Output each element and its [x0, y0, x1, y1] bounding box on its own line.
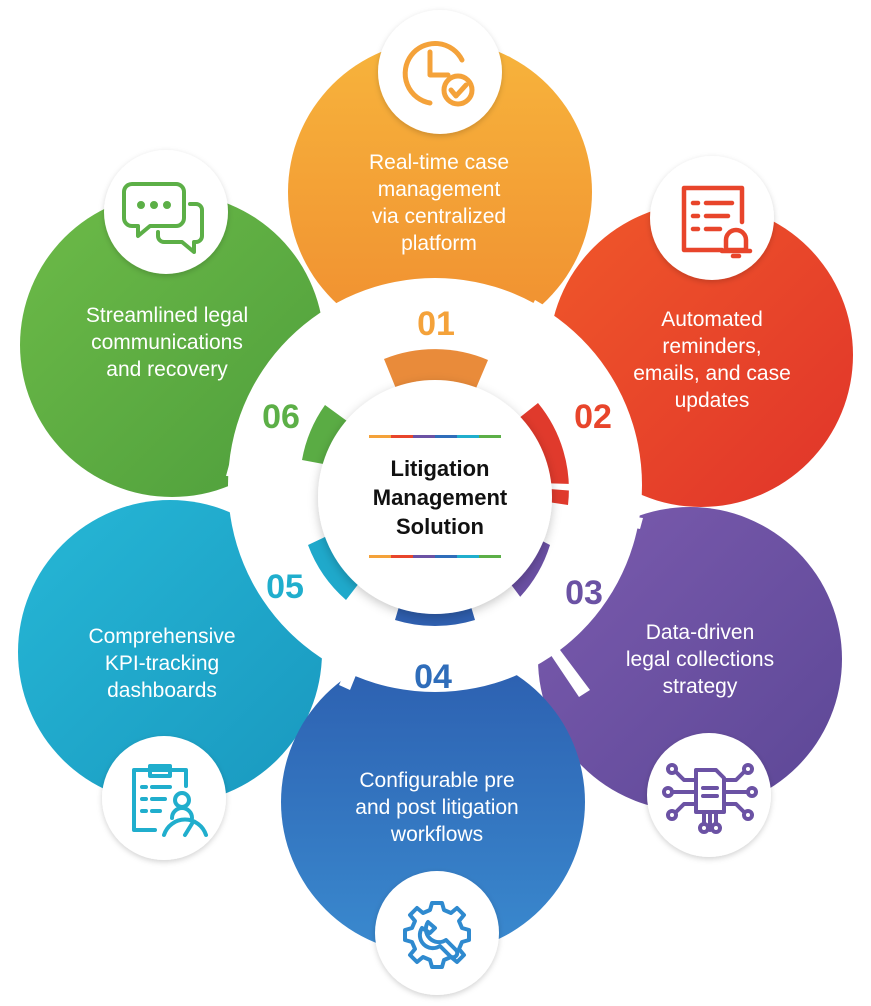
petal-text-06: Streamlined legal communications and rec…: [86, 304, 248, 381]
petal-text-01: Real-time case management via centralize…: [369, 151, 509, 255]
icon-badge-01: [378, 10, 502, 134]
petal-05-line1: Comprehensive: [88, 625, 235, 648]
list-bell-icon: [681, 185, 753, 259]
petal-01: [288, 40, 592, 344]
petal-04: [281, 650, 585, 954]
document-network-icon: [662, 763, 758, 834]
step-number-02: 02: [574, 398, 612, 436]
petal-02-line4: updates: [675, 389, 750, 412]
petal-02-line3: emails, and case: [633, 362, 791, 385]
petal-01-line1: Real-time case: [369, 151, 509, 174]
petal-text-02: Automated reminders, emails, and case up…: [633, 308, 791, 412]
step-number-01: 01: [417, 305, 455, 343]
petal-06-line3: and recovery: [106, 358, 228, 381]
center-color-bar-top: [369, 435, 501, 438]
petal-06-line1: Streamlined legal: [86, 304, 248, 327]
petal-05: [18, 500, 322, 804]
petal-text-03: Data-driven legal collections strategy: [626, 621, 774, 698]
icon-badge-05: [102, 736, 226, 860]
petal-04-line3: workflows: [390, 823, 483, 846]
icon-badge-04: [375, 871, 499, 995]
petal-03-line2: legal collections: [626, 648, 774, 671]
petal-01-line3: via centralized: [372, 205, 506, 228]
center-title-line1: Litigation: [391, 456, 490, 481]
petal-04-line1: Configurable pre: [359, 769, 514, 792]
step-number-03: 03: [565, 574, 603, 612]
petal-05-line3: dashboards: [107, 679, 217, 702]
petal-02-line1: Automated: [661, 308, 763, 331]
center-title-line2: Management: [373, 485, 508, 510]
petal-02-line2: reminders,: [662, 335, 761, 358]
step-number-05: 05: [266, 568, 304, 606]
petal-05-line2: KPI-tracking: [105, 652, 219, 675]
petal-text-05: Comprehensive KPI-tracking dashboards: [88, 625, 235, 702]
petal-06-line2: communications: [91, 331, 243, 354]
center-title-line3: Solution: [396, 514, 484, 539]
petal-text-04: Configurable pre and post litigation wor…: [355, 769, 518, 846]
petal-01-line2: management: [378, 178, 501, 201]
gear-wrench-icon: [403, 901, 471, 969]
chat-bubbles-icon: [122, 182, 204, 254]
petal-04-line2: and post litigation: [355, 796, 518, 819]
petal-03-line1: Data-driven: [646, 621, 755, 644]
petal-03-line3: strategy: [663, 675, 738, 698]
clock-check-icon: [402, 40, 475, 107]
icon-badge-02: [650, 156, 774, 280]
petal-01-line4: platform: [401, 232, 477, 255]
step-number-04: 04: [414, 658, 452, 696]
clipboard-gauge-icon: [132, 764, 208, 837]
step-number-06: 06: [262, 398, 300, 436]
icon-badge-06: [104, 150, 228, 274]
icon-badge-03: [647, 733, 771, 857]
center-color-bar-bottom: [369, 555, 501, 558]
